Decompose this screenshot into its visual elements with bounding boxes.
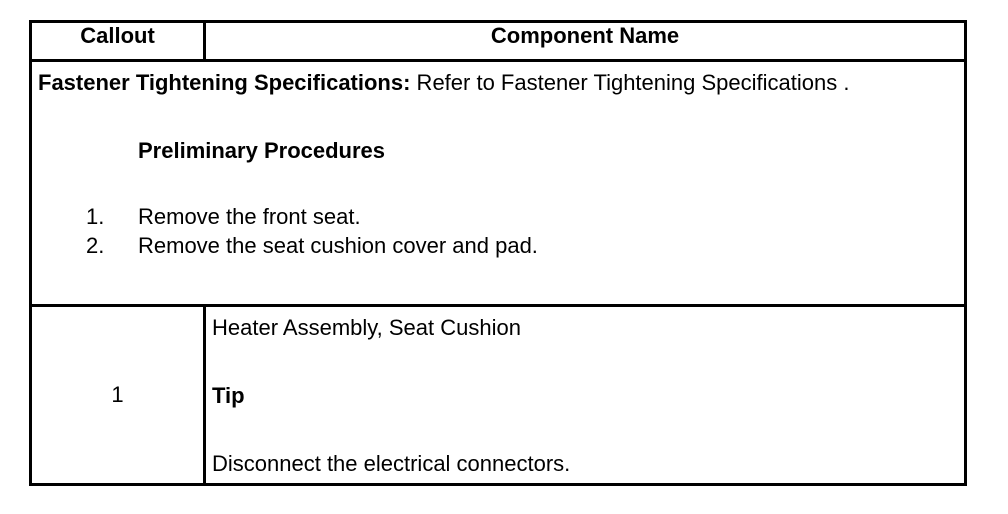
step-number: 1.	[86, 204, 105, 229]
callout-number: 1	[29, 304, 206, 486]
step-number: 2.	[86, 233, 105, 258]
preliminary-steps-list: 1. Remove the front seat. 2. Remove the …	[72, 204, 538, 262]
fastener-spec-line: Fastener Tightening Specifications: Refe…	[38, 70, 849, 96]
component-name: Heater Assembly, Seat Cushion	[212, 315, 521, 340]
table-row: 1 Heater Assembly, Seat Cushion Tip Disc…	[29, 304, 967, 486]
component-table: Callout Component Name Fastener Tighteni…	[29, 20, 967, 486]
table-header-row: Callout Component Name	[29, 20, 967, 62]
intro-cell: Fastener Tightening Specifications: Refe…	[29, 59, 967, 307]
step-text: Remove the seat cushion cover and pad.	[138, 233, 538, 258]
fastener-spec-label: Fastener Tightening Specifications:	[38, 70, 411, 95]
list-item: 2. Remove the seat cushion cover and pad…	[72, 233, 538, 262]
component-cell: Heater Assembly, Seat Cushion Tip Discon…	[203, 304, 967, 486]
tip-text: Disconnect the electrical connectors.	[212, 451, 571, 476]
callout-header: Callout	[29, 20, 206, 62]
list-item: 1. Remove the front seat.	[72, 204, 538, 233]
component-name-header: Component Name	[203, 20, 967, 62]
step-text: Remove the front seat.	[138, 204, 361, 229]
preliminary-procedures-title: Preliminary Procedures	[138, 138, 386, 163]
intro-row: Fastener Tightening Specifications: Refe…	[29, 59, 967, 307]
tip-label: Tip	[212, 383, 245, 408]
fastener-spec-text: Refer to Fastener Tightening Specificati…	[410, 70, 850, 95]
